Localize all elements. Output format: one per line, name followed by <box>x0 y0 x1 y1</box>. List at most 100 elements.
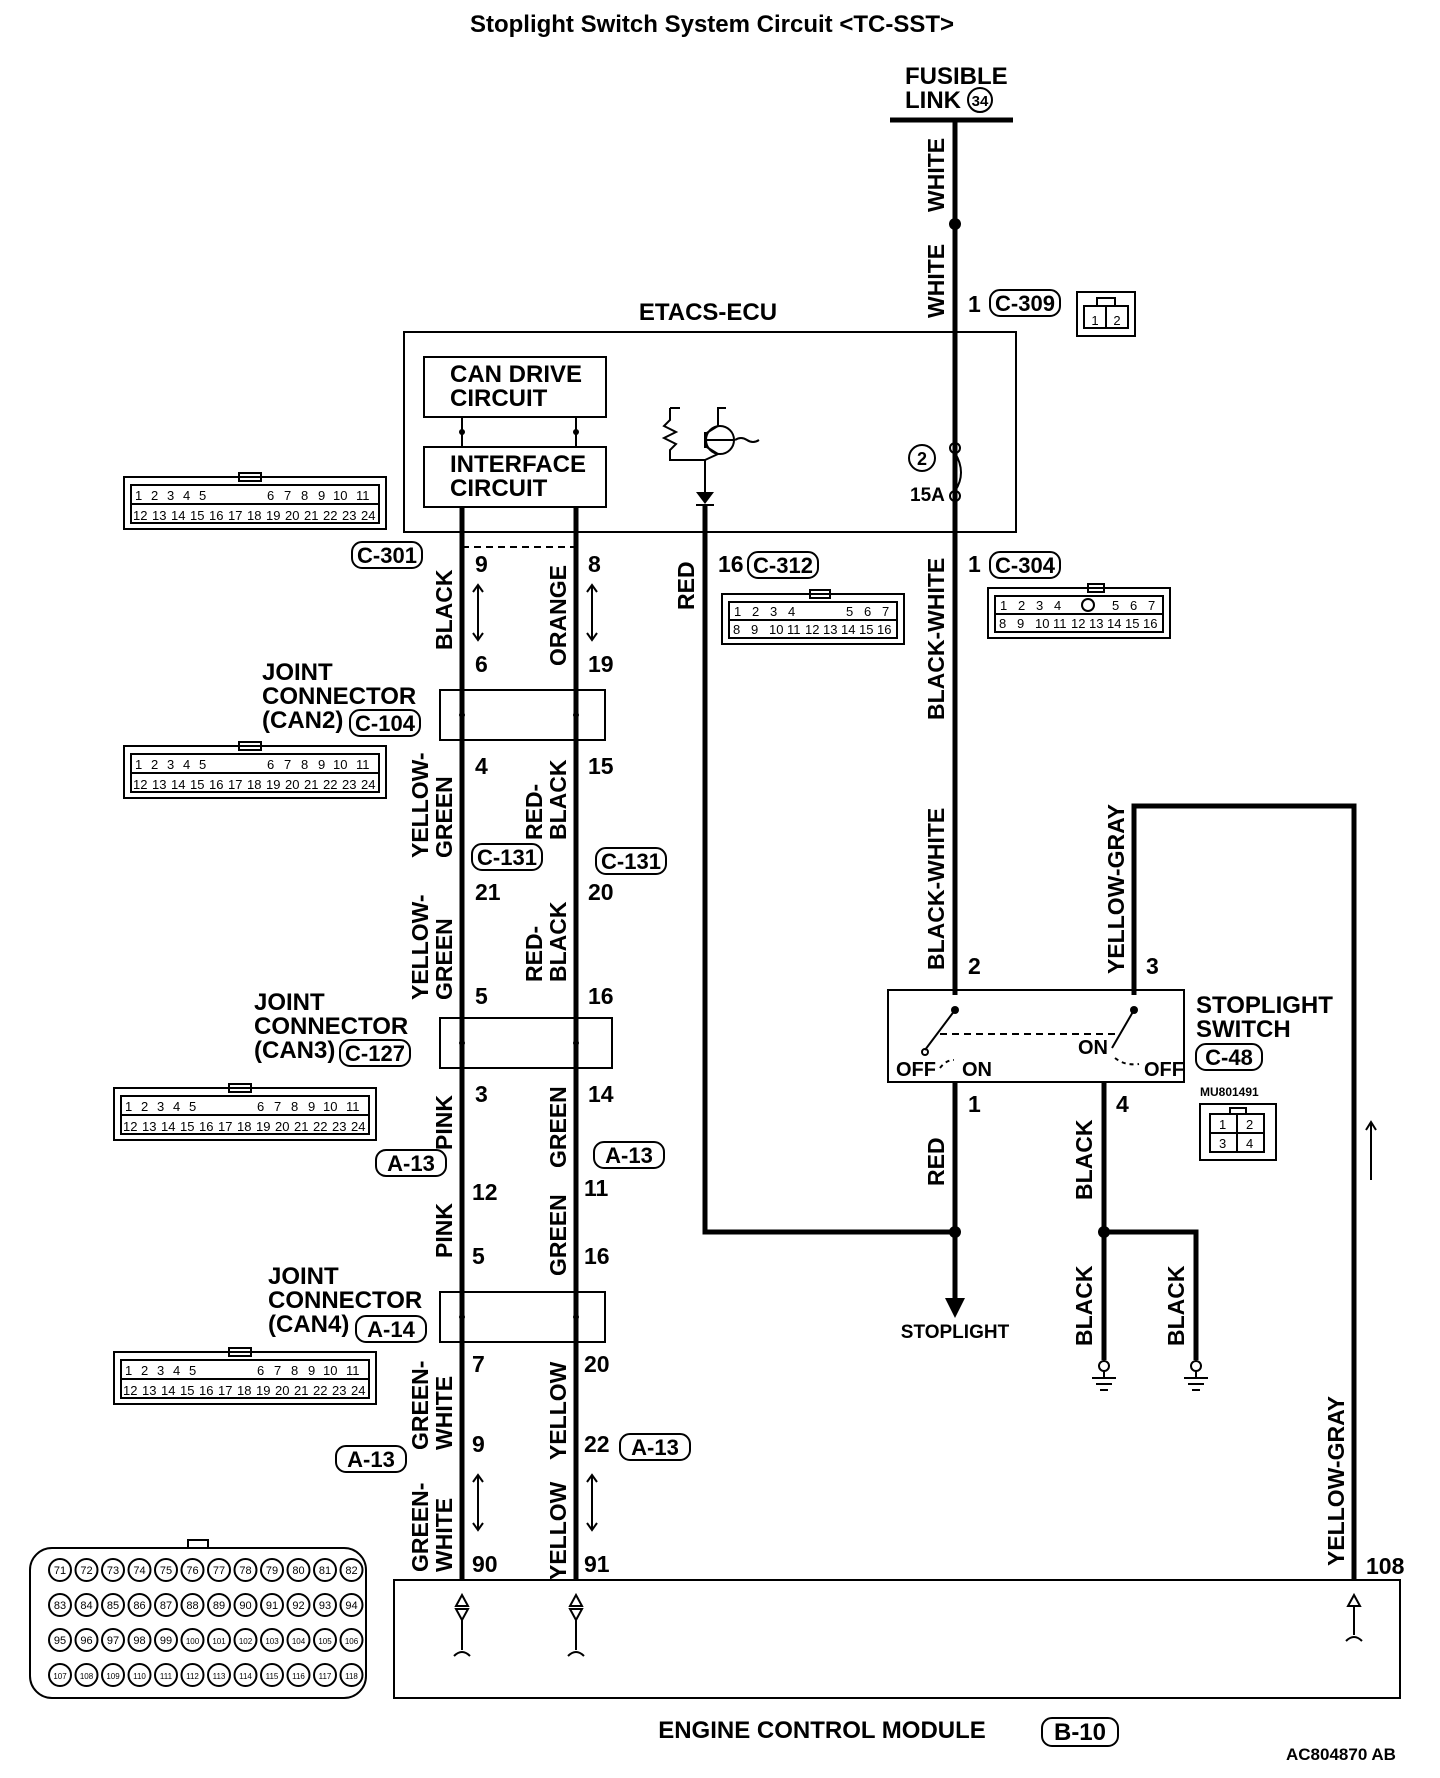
svg-text:8: 8 <box>301 757 308 772</box>
svg-text:20: 20 <box>275 1383 289 1398</box>
connector-face-24pin-2: 1 2 3 4 5 6 7 8 9 10 11 12 13 14 15 16 1… <box>123 741 387 799</box>
joint-box-can2 <box>439 689 606 741</box>
ecm-pin-label: 94 <box>345 1600 357 1612</box>
ecm-pin <box>286 1558 311 1582</box>
pin-11: 11 <box>584 1175 609 1201</box>
svg-text:21: 21 <box>294 1119 308 1134</box>
can-drive-label-1: CAN DRIVE <box>450 361 582 388</box>
svg-text:8: 8 <box>291 1363 298 1378</box>
svg-text:7: 7 <box>274 1099 281 1114</box>
yellow-gray-wire <box>1131 803 1357 1580</box>
svg-text:9: 9 <box>318 488 325 503</box>
svg-text:19: 19 <box>266 508 280 523</box>
pin-22: 22 <box>584 1431 610 1457</box>
connector-face-c309: 1 2 <box>1076 291 1136 337</box>
svg-text:13: 13 <box>142 1119 156 1134</box>
splice-point <box>949 218 961 230</box>
svg-text:10: 10 <box>333 488 347 503</box>
svg-text:3: 3 <box>157 1363 164 1378</box>
diagram-title: Stoplight Switch System Circuit <TC-SST> <box>470 11 954 38</box>
svg-text:23: 23 <box>342 508 356 523</box>
svg-text:6: 6 <box>267 757 274 772</box>
svg-text:4: 4 <box>173 1363 180 1378</box>
svg-text:15: 15 <box>180 1119 194 1134</box>
part-number: MU801491 <box>1200 1085 1259 1099</box>
ecm-pin <box>154 1558 178 1582</box>
svg-text:11: 11 <box>356 757 370 772</box>
ecm-pin-label: 93 <box>319 1600 331 1612</box>
ecm-pin <box>101 1663 125 1687</box>
pin-20-can4: 20 <box>584 1351 610 1377</box>
connector-c131-right: C-131 <box>601 849 661 874</box>
joint-can4-line2: CONNECTOR <box>268 1287 422 1314</box>
svg-text:1: 1 <box>125 1099 132 1114</box>
ecm-pin-label: 97 <box>107 1635 119 1647</box>
svg-text:15: 15 <box>190 777 204 792</box>
wire-label-green-white-b2: WHITE <box>431 1498 457 1572</box>
svg-text:5: 5 <box>1112 598 1119 613</box>
wire-label-red-black-a2: BLACK <box>545 759 571 840</box>
svg-text:16: 16 <box>209 508 223 523</box>
ecm-pin <box>127 1628 152 1652</box>
ecm-pin-label: 82 <box>345 1565 357 1577</box>
svg-text:9: 9 <box>308 1363 315 1378</box>
joint-can2-line1: JOINT <box>262 659 333 686</box>
ecm-internal-marks <box>453 1592 1363 1657</box>
ecm-pin-label: 88 <box>186 1600 198 1612</box>
etacs-ecu-title: ETACS-ECU <box>639 299 777 326</box>
connector-face-c48: 1 2 3 4 <box>1199 1103 1277 1161</box>
svg-text:16: 16 <box>1143 616 1157 631</box>
svg-text:10: 10 <box>333 757 347 772</box>
ecm-pin-label: 103 <box>265 1637 279 1646</box>
svg-text:1: 1 <box>1219 1117 1226 1132</box>
svg-text:22: 22 <box>323 777 337 792</box>
ecm-pin-label: 76 <box>186 1565 198 1577</box>
wire-label-black: BLACK <box>431 569 457 650</box>
ecm-pin <box>260 1663 284 1687</box>
pin-7: 7 <box>472 1351 485 1377</box>
svg-text:24: 24 <box>351 1383 365 1398</box>
ecm-pin-label: 111 <box>160 1672 173 1681</box>
ecm-pin-label: 101 <box>212 1637 226 1646</box>
ecm-pin-label: 72 <box>80 1565 92 1577</box>
ecm-pin-label: 75 <box>160 1565 172 1577</box>
wire-label-green-white-a1: GREEN- <box>407 1361 433 1450</box>
ecm-pin-label: 114 <box>239 1672 252 1681</box>
fusible-link-label: FUSIBLE <box>905 63 1008 90</box>
ecm-pin <box>260 1628 284 1652</box>
joint-can4-line3: (CAN4) <box>268 1311 349 1338</box>
pin-14: 14 <box>588 1081 614 1107</box>
svg-text:3: 3 <box>167 488 174 503</box>
svg-text:1: 1 <box>1091 313 1098 328</box>
svg-text:5: 5 <box>846 604 853 619</box>
joint-can3-line3: (CAN3) <box>254 1037 335 1064</box>
ecm-pin <box>339 1558 364 1582</box>
svg-text:10: 10 <box>323 1363 337 1378</box>
ecm-pin-label: 98 <box>133 1635 145 1647</box>
wire-label-yellow-green-b1: YELLOW- <box>407 894 433 1000</box>
pin-15: 15 <box>588 753 614 779</box>
svg-text:22: 22 <box>323 508 337 523</box>
ecm-pin <box>180 1663 205 1687</box>
ecm-pin-label: 89 <box>213 1600 225 1612</box>
interface-circuit-box <box>423 446 607 508</box>
ecm-pin-label: 85 <box>107 1600 119 1612</box>
pin-2-switch: 2 <box>968 953 981 979</box>
svg-text:13: 13 <box>152 508 166 523</box>
ecm-pin <box>180 1628 205 1652</box>
wire-label-green-a: GREEN <box>545 1086 571 1168</box>
connector-face-24pin-4: 1 2 3 4 5 6 7 8 9 10 11 12 13 14 15 16 1… <box>113 1347 377 1405</box>
joint-can2-line2: CONNECTOR <box>262 683 416 710</box>
connector-b10: B-10 <box>1054 1719 1106 1746</box>
pin-5: 5 <box>475 983 488 1009</box>
ecm-pin <box>207 1663 231 1687</box>
svg-text:2: 2 <box>141 1363 148 1378</box>
stoplight-switch-title-2: SWITCH <box>1196 1016 1291 1043</box>
svg-text:1: 1 <box>1000 598 1007 613</box>
ecm-pin <box>313 1558 337 1582</box>
fusible-link-label-2: LINK <box>905 87 962 114</box>
pin-1-switch: 1 <box>968 1091 981 1117</box>
ecm-pin-label: 92 <box>292 1600 304 1612</box>
ecm-pin <box>180 1558 205 1582</box>
svg-text:9: 9 <box>318 757 325 772</box>
